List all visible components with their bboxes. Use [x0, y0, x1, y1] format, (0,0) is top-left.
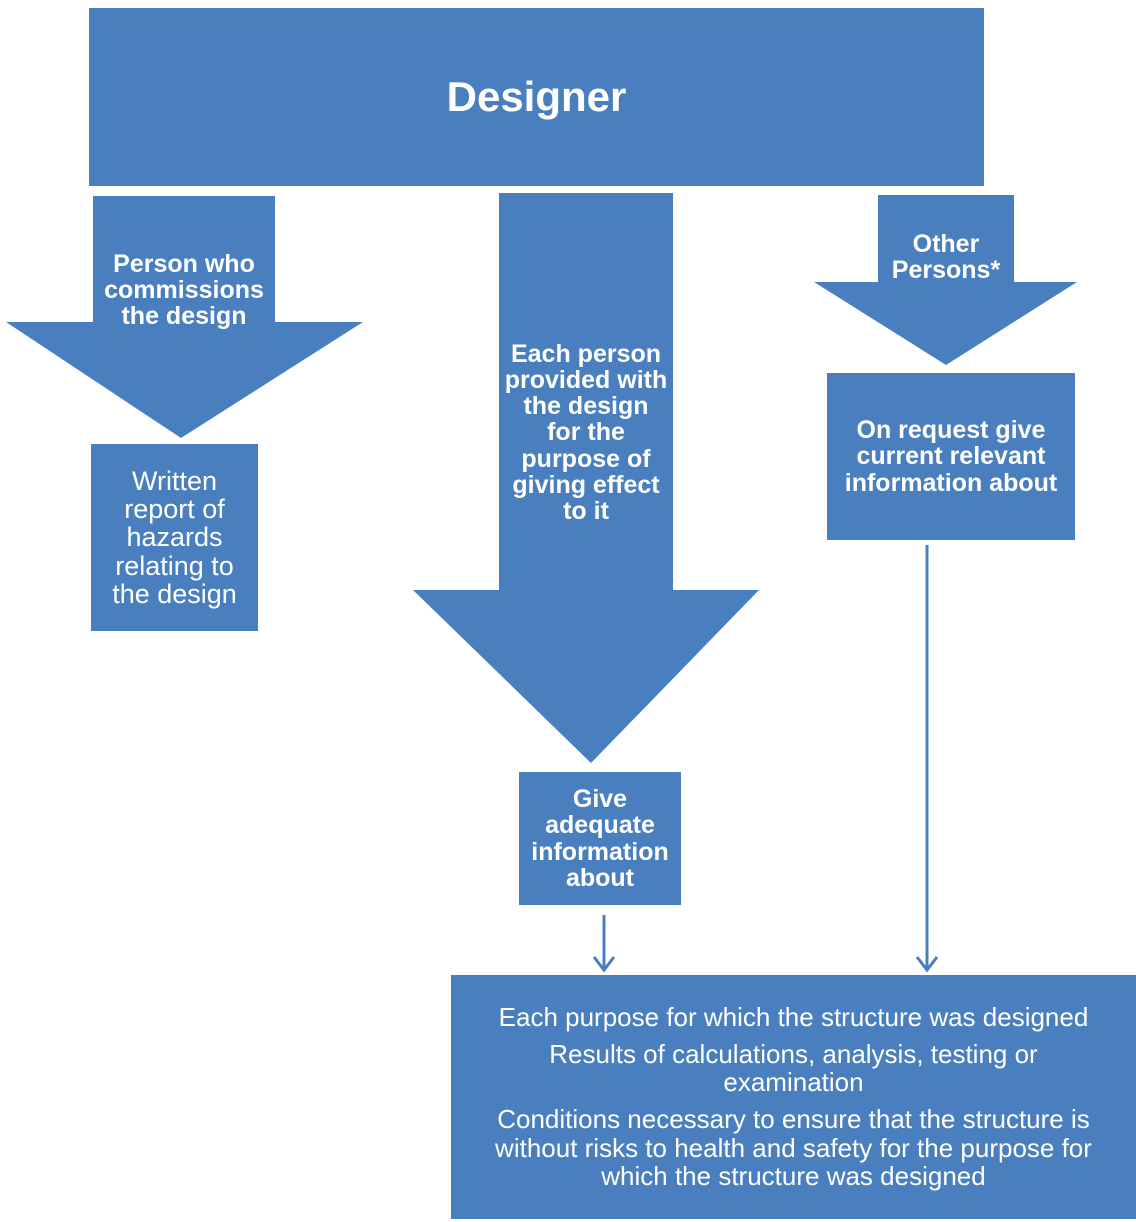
bottom-box [451, 975, 1136, 1219]
right-result-box [827, 373, 1075, 540]
left-arrow [6, 196, 363, 438]
middle-box-text: Give adequate information about [531, 785, 669, 892]
middle-connector-arrowhead [592, 956, 616, 973]
right-connector-arrowhead [915, 956, 939, 973]
middle-arrow-label: Each person provided with the design for… [504, 339, 668, 526]
designer-box [89, 8, 984, 186]
middle-arrow [413, 193, 759, 763]
bottom-line-conditions: Conditions necessary to ensure that the … [495, 1104, 1092, 1192]
left-box-text: Written report of hazards relating to th… [112, 465, 237, 610]
bottom-box-text: Each purpose for which the structure was… [451, 975, 1136, 1219]
right-arrow [814, 195, 1077, 365]
left-arrow-label: Person who commissions the design [104, 249, 264, 331]
middle-result-box [519, 772, 681, 905]
designer-title: Designer [446, 72, 627, 120]
right-arrow-label: Other Persons* [891, 229, 1001, 284]
bottom-line-results: Results of calculations, analysis, testi… [549, 1038, 1038, 1098]
right-box-text: On request give current relevant informa… [844, 416, 1058, 497]
bottom-line-purpose: Each purpose for which the structure was… [498, 1002, 1089, 1033]
left-result-box [91, 444, 258, 631]
